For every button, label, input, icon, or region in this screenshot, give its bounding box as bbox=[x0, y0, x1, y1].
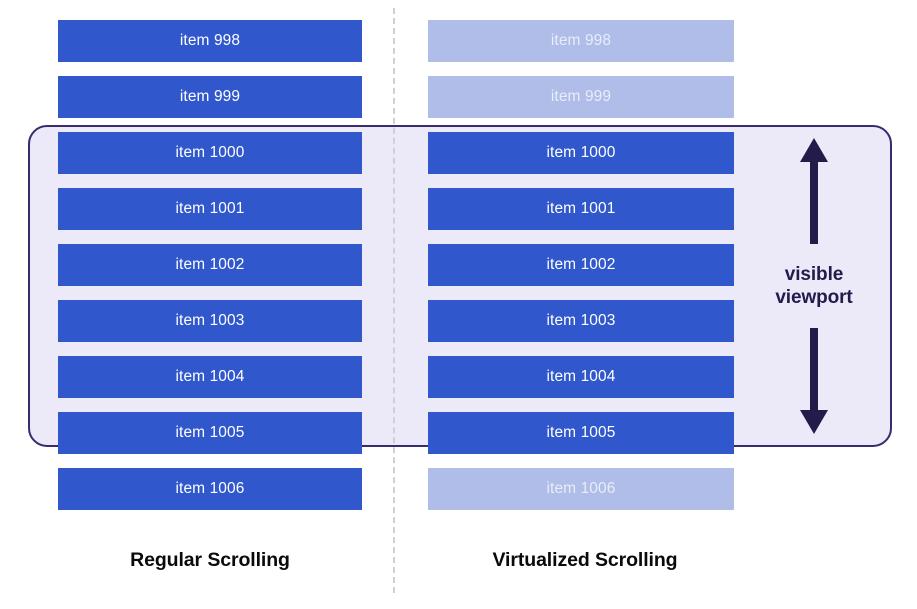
list-item[interactable]: item 1004 bbox=[58, 356, 362, 398]
list-item[interactable]: item 1005 bbox=[428, 412, 734, 454]
column-divider bbox=[393, 8, 395, 593]
caption-virtualized-scrolling: Virtualized Scrolling bbox=[492, 549, 678, 571]
list-item[interactable]: item 1002 bbox=[428, 244, 734, 286]
list-item[interactable]: item 1000 bbox=[428, 132, 734, 174]
visible-viewport-label: visible viewport bbox=[775, 263, 853, 308]
list-item[interactable]: item 999 bbox=[58, 76, 362, 118]
list-item[interactable]: item 1005 bbox=[58, 412, 362, 454]
visible-viewport-annotation: visible viewport bbox=[752, 136, 876, 436]
arrow-down-icon bbox=[800, 328, 828, 434]
list-item[interactable]: item 1002 bbox=[58, 244, 362, 286]
arrow-up-icon bbox=[800, 138, 828, 244]
list-item[interactable]: item 1003 bbox=[58, 300, 362, 342]
list-item[interactable]: item 998 bbox=[428, 20, 734, 62]
list-item[interactable]: item 1003 bbox=[428, 300, 734, 342]
list-item[interactable]: item 1000 bbox=[58, 132, 362, 174]
list-item[interactable]: item 1004 bbox=[428, 356, 734, 398]
list-item[interactable]: item 1006 bbox=[428, 468, 734, 510]
list-item[interactable]: item 998 bbox=[58, 20, 362, 62]
list-item[interactable]: item 1006 bbox=[58, 468, 362, 510]
list-item[interactable]: item 1001 bbox=[58, 188, 362, 230]
list-item[interactable]: item 999 bbox=[428, 76, 734, 118]
list-item[interactable]: item 1001 bbox=[428, 188, 734, 230]
caption-regular-scrolling: Regular Scrolling bbox=[130, 549, 290, 571]
